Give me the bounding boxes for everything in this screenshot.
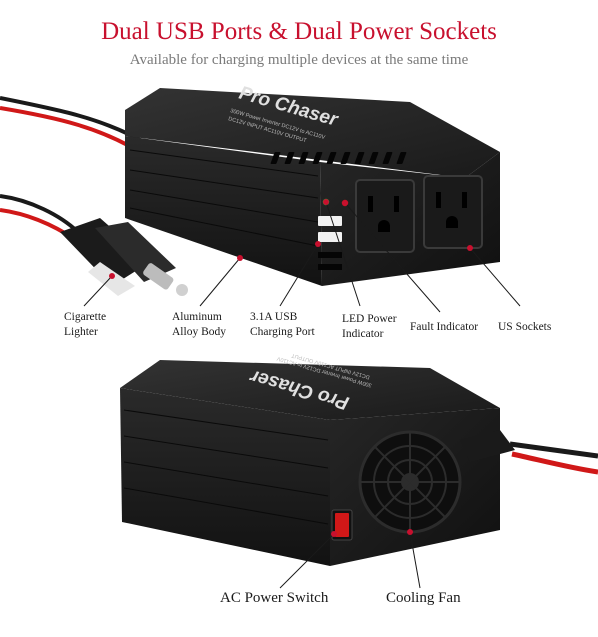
power-cord-black [509, 441, 598, 459]
label-us-sockets: US Sockets [498, 321, 552, 333]
us-socket-2 [423, 175, 483, 249]
top-inverter: Pro Chaser 300W Power Inverter DC12V to … [0, 83, 500, 296]
usb-port-1 [318, 216, 342, 226]
bottom-inverter: Pro Chaser 300W Power Inverter DC12V to … [120, 352, 598, 566]
ac-power-switch [331, 509, 353, 541]
page-title: Dual USB Ports & Dual Power Sockets [101, 18, 497, 45]
usb-port-2 [318, 232, 342, 242]
top-body-top [125, 88, 500, 178]
bottom-body-top [120, 360, 500, 420]
label-ac-power-switch: AC Power Switch [220, 590, 329, 606]
wire-black-lower [0, 194, 80, 234]
cooling-fan-grille [358, 430, 462, 534]
power-cord-red [511, 451, 598, 475]
label-cooling-fan: Cooling Fan [386, 590, 461, 606]
page-subtitle: Available for charging multiple devices … [129, 52, 469, 68]
power-cord-plug [460, 430, 515, 462]
wire-black-top [0, 96, 141, 142]
cigarette-lighter-plug [60, 218, 188, 296]
us-socket-1 [355, 179, 415, 253]
top-body-side [125, 136, 322, 286]
label-fault-indicator: Fault Indicator [410, 321, 479, 333]
front-vents-top [270, 152, 407, 164]
